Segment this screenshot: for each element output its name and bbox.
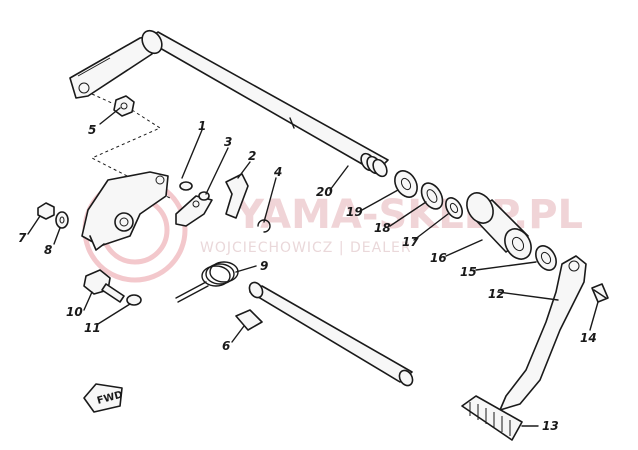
callout-16: 16 bbox=[430, 251, 447, 265]
callout-17: 17 bbox=[402, 235, 419, 249]
callout-14: 14 bbox=[580, 331, 597, 345]
callout-4: 4 bbox=[273, 165, 282, 179]
callout-15: 15 bbox=[460, 265, 477, 279]
callout-2: 2 bbox=[248, 149, 256, 163]
part-washer-18 bbox=[420, 182, 444, 210]
callout-10: 10 bbox=[66, 305, 83, 319]
callout-9: 9 bbox=[260, 259, 268, 273]
callout-3: 3 bbox=[224, 135, 232, 149]
part-return-spring bbox=[175, 261, 239, 303]
leader-lines bbox=[27, 107, 599, 427]
forward-direction-arrow: FWD bbox=[83, 383, 124, 413]
callout-20: 20 bbox=[316, 185, 333, 199]
part-washer-19 bbox=[394, 170, 418, 198]
part-collar-16 bbox=[466, 192, 532, 260]
callout-1: 1 bbox=[198, 119, 206, 133]
callout-5: 5 bbox=[88, 123, 96, 137]
part-washer-8 bbox=[55, 211, 69, 229]
callout-18: 18 bbox=[374, 221, 391, 235]
watermark-brand: YAMA-SKLEP.PL bbox=[234, 192, 583, 238]
part-pawl-3 bbox=[175, 195, 213, 227]
part-bolt-7 bbox=[37, 202, 55, 220]
part-lower-shaft bbox=[248, 281, 414, 387]
callout-19: 19 bbox=[346, 205, 363, 219]
part-pawl-2 bbox=[225, 173, 249, 219]
part-pedal-rubber bbox=[461, 395, 523, 441]
part-pin-bolt bbox=[235, 309, 263, 331]
callout-12: 12 bbox=[488, 287, 505, 301]
part-small-pin bbox=[179, 181, 210, 201]
callout-6: 6 bbox=[222, 339, 230, 353]
leader-nut-dash bbox=[91, 93, 115, 105]
part-pedal-bolt bbox=[591, 283, 609, 303]
callout-7: 7 bbox=[18, 231, 27, 245]
callout-8: 8 bbox=[44, 243, 52, 257]
part-shift-pedal bbox=[499, 255, 587, 411]
callout-13: 13 bbox=[542, 419, 559, 433]
watermark-dealer: WOJCIECHOWICZ | DEALER bbox=[200, 240, 412, 256]
part-washer-17 bbox=[445, 197, 463, 219]
part-shift-shaft bbox=[69, 29, 389, 178]
part-washer-15 bbox=[535, 245, 557, 271]
part-circlip bbox=[257, 219, 271, 233]
callout-11: 11 bbox=[84, 321, 101, 335]
part-nut bbox=[113, 95, 135, 117]
watermark: YAMA-SKLEP.PL WOJCIECHOWICZ | DEALER bbox=[82, 177, 583, 283]
part-shift-lever bbox=[81, 171, 169, 251]
callout-labels: 1 2 3 4 5 6 7 8 9 10 11 12 13 14 15 16 1… bbox=[18, 119, 597, 433]
shaft-spline-end bbox=[360, 152, 388, 178]
part-stopper-bolt bbox=[83, 269, 142, 306]
